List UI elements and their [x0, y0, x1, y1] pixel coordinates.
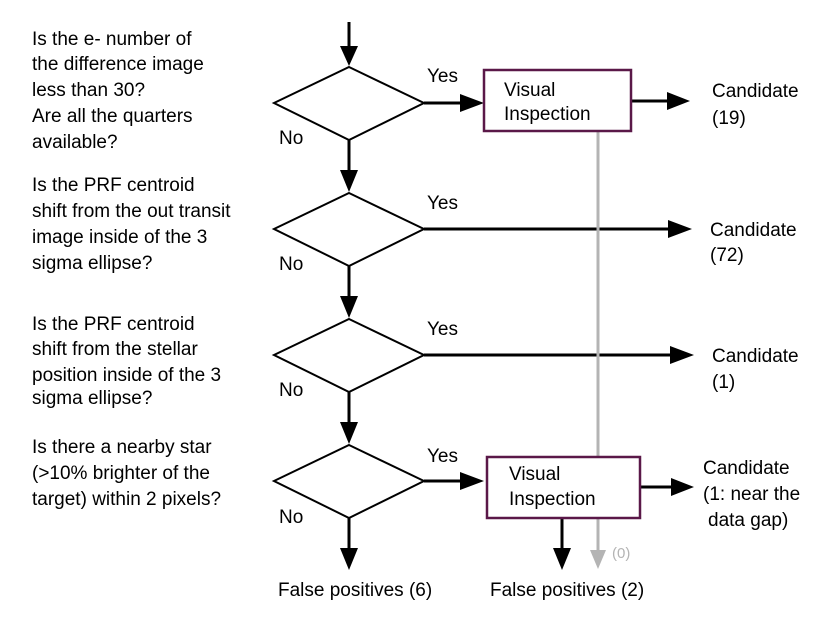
question-1-line-1: Is the e- number of — [32, 29, 192, 50]
candidate-2-line-1: Candidate — [710, 220, 797, 241]
yes-arrowhead-3 — [670, 346, 694, 364]
question-1-line-3: less than 30? — [32, 80, 145, 101]
yes-arrowhead-1 — [460, 94, 484, 112]
candidate-3-line-2: (1) — [712, 372, 735, 393]
inspection-box-1-line-2: Inspection — [504, 104, 591, 125]
question-2-line-4: sigma ellipse? — [32, 253, 152, 274]
box2-to-false-positives-arrowhead — [553, 548, 571, 570]
inspection-box-1: Visual Inspection — [482, 68, 633, 133]
no-arrowhead-2 — [340, 296, 358, 318]
question-4: Is there a nearby star (>10% brighter of… — [32, 437, 458, 528]
false-positives-1: False positives (6) — [278, 580, 432, 601]
question-1-line-4: Are all the quarters — [32, 106, 193, 127]
question-2-yes-label: Yes — [427, 193, 458, 214]
inspection-box-2-line-2: Inspection — [509, 489, 596, 510]
question-1-no-label: No — [279, 128, 303, 149]
candidate-4-line-3: data gap) — [708, 510, 788, 531]
question-3-line-3: position inside of the 3 — [32, 365, 221, 386]
candidate-2: Candidate (72) — [710, 220, 797, 266]
question-4-no-label: No — [279, 507, 303, 528]
question-1-line-2: the difference image — [32, 54, 204, 75]
yes-arrowhead-4 — [460, 472, 484, 490]
box1-to-candidate-arrowhead — [667, 92, 690, 110]
question-2-no-label: No — [279, 254, 303, 275]
question-4-line-3: target) within 2 pixels? — [32, 489, 221, 510]
yes-arrowhead-2 — [668, 220, 692, 238]
entry-arrowhead — [340, 46, 358, 66]
candidate-2-line-2: (72) — [710, 245, 744, 266]
question-2-line-1: Is the PRF centroid — [32, 175, 195, 196]
question-2-line-2: shift from the out transit — [32, 201, 231, 222]
question-3-line-4: sigma ellipse? — [32, 388, 152, 409]
box2-to-candidate-arrowhead — [671, 478, 694, 496]
gray-path-arrowhead — [590, 550, 606, 569]
question-3-line-1: Is the PRF centroid — [32, 314, 195, 335]
question-4-yes-label: Yes — [427, 446, 458, 467]
decision-diamond-4 — [271, 443, 427, 520]
gray-path-label: (0) — [612, 545, 630, 562]
question-3-no-label: No — [279, 380, 303, 401]
question-1-yes-label: Yes — [427, 66, 458, 87]
candidate-4-line-2: (1: near the — [703, 484, 800, 505]
candidate-3: Candidate (1) — [712, 346, 799, 393]
question-2-line-3: image inside of the 3 — [32, 227, 207, 248]
question-3-line-2: shift from the stellar — [32, 339, 198, 360]
decision-diamond-1 — [271, 65, 427, 142]
candidate-1-line-2: (19) — [712, 108, 746, 129]
decision-diamonds — [271, 65, 427, 520]
connectors — [340, 22, 694, 570]
question-3: Is the PRF centroid shift from the stell… — [32, 314, 458, 409]
decision-diamond-2 — [271, 191, 427, 268]
candidate-3-line-1: Candidate — [712, 346, 799, 367]
no-arrowhead-3 — [340, 422, 358, 444]
question-1-line-5: available? — [32, 132, 118, 153]
candidate-4-line-1: Candidate — [703, 458, 790, 479]
question-4-line-1: Is there a nearby star — [32, 437, 212, 458]
inspection-box-2: Visual Inspection — [485, 455, 642, 520]
question-4-line-2: (>10% brighter of the — [32, 463, 210, 484]
no-arrowhead-4 — [340, 548, 358, 570]
question-1: Is the e- number of the difference image… — [32, 29, 458, 153]
inspection-box-2-frame — [485, 455, 642, 520]
candidate-1-line-1: Candidate — [712, 81, 799, 102]
false-positives-2: False positives (2) — [490, 580, 644, 601]
inspection-box-1-line-1: Visual — [504, 80, 555, 101]
candidate-4: Candidate (1: near the data gap) — [703, 458, 800, 531]
inspection-box-2-line-1: Visual — [509, 464, 560, 485]
question-2: Is the PRF centroid shift from the out t… — [32, 175, 458, 275]
inspection-box-1-frame — [482, 68, 633, 133]
decision-diamond-3 — [271, 317, 427, 394]
candidate-1: Candidate (19) — [712, 81, 799, 129]
question-3-yes-label: Yes — [427, 319, 458, 340]
no-arrowhead-1 — [340, 170, 358, 192]
